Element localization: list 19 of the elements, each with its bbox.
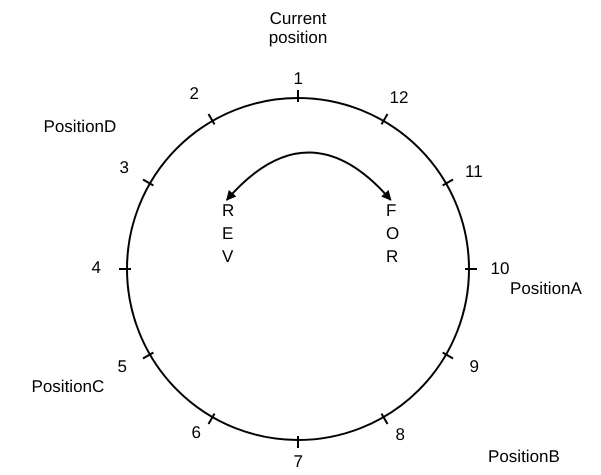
position-number: 11	[465, 163, 483, 182]
curved-arrow	[226, 152, 392, 201]
position-number: 3	[120, 159, 129, 178]
position-number: 1	[294, 70, 303, 89]
position-number: 6	[192, 424, 201, 443]
position-number: 7	[294, 453, 303, 472]
position-number: 8	[396, 426, 405, 445]
direction-text: R E V	[222, 200, 232, 269]
position-number: 12	[390, 89, 408, 108]
position-number: 4	[92, 259, 101, 278]
position-number: 9	[470, 358, 479, 377]
position-number: 5	[118, 358, 127, 377]
position-label: PositionD	[44, 118, 116, 137]
position-label: PositionC	[32, 378, 104, 397]
position-label: PositionB	[488, 448, 560, 467]
position-label: PositionA	[510, 280, 582, 299]
position-number: 2	[190, 85, 199, 104]
current-position-label: Current position	[268, 10, 328, 48]
position-number: 10	[490, 260, 510, 279]
